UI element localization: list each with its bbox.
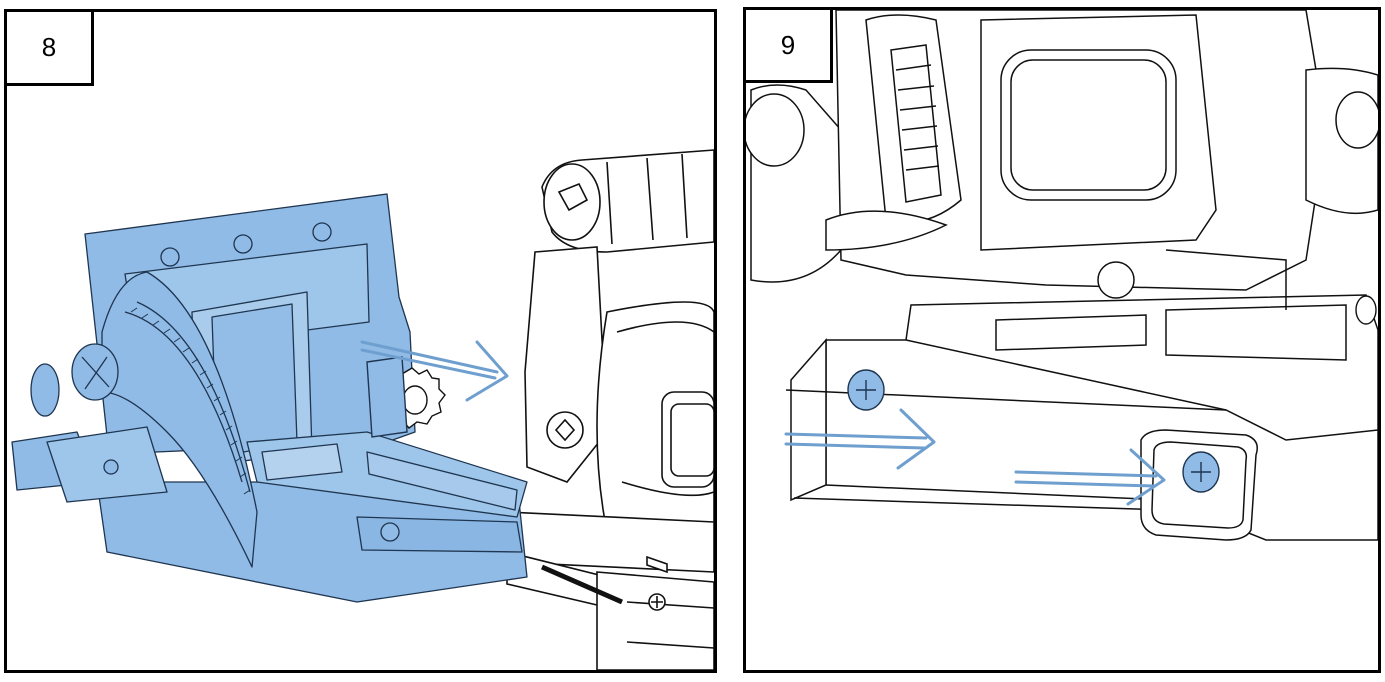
screw-icon xyxy=(847,295,1377,493)
step-number-8: 8 xyxy=(7,12,94,86)
insert-arrow-icon xyxy=(360,340,509,402)
insert-arrow-icon xyxy=(784,408,1166,506)
step-9-panel: 9 xyxy=(743,7,1381,673)
step-8-illustration xyxy=(11,149,714,670)
step-9-illustration xyxy=(746,10,1378,541)
motor-housing xyxy=(746,10,1378,299)
step-number-9: 9 xyxy=(746,10,833,83)
adjustment-gear xyxy=(366,356,446,438)
base-plate xyxy=(785,249,1378,541)
step-8-panel: 8 xyxy=(4,9,717,673)
biscuit-joiner-body xyxy=(506,149,714,670)
fence-assembly-highlighted xyxy=(11,193,528,603)
angle-scale-ticks xyxy=(130,307,251,495)
